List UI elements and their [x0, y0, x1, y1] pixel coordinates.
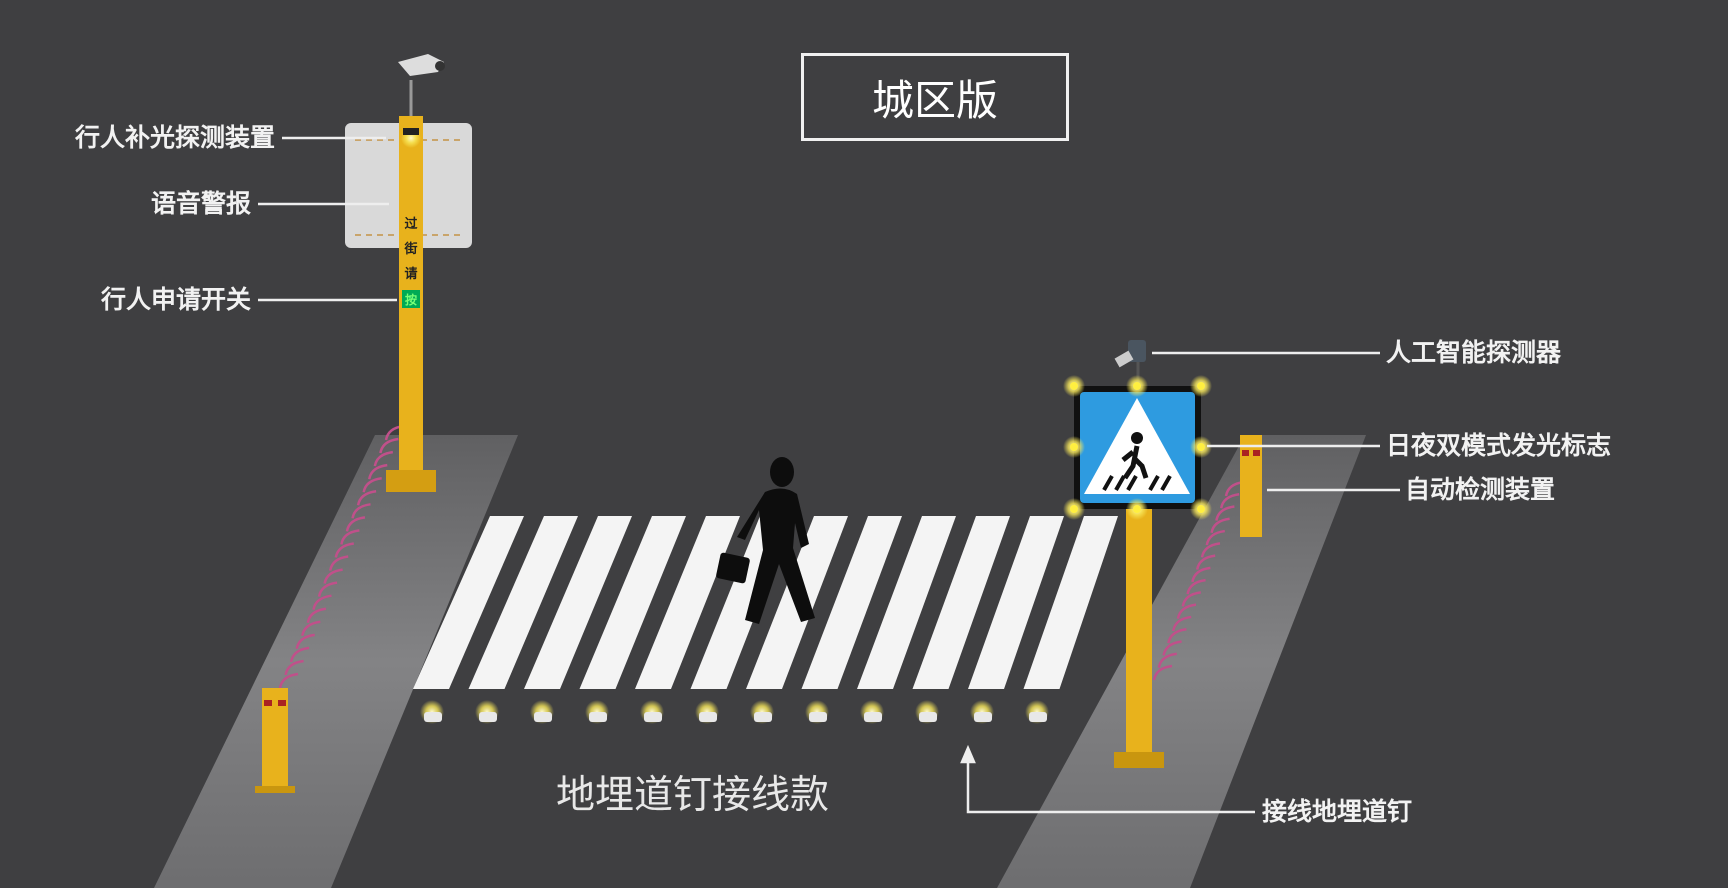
radar-arc	[373, 450, 394, 467]
radar-arcs	[278, 424, 1245, 689]
road-studs	[420, 700, 1049, 724]
right-bollard	[1240, 435, 1262, 537]
radar-arc	[1215, 505, 1235, 521]
label-road-studs: 接线地埋道钉	[1262, 797, 1413, 826]
pedestrian-silhouette	[716, 457, 815, 624]
pole-text: 街	[403, 241, 417, 257]
radar-arc	[312, 594, 332, 610]
left-sidewalk	[154, 435, 518, 888]
label-voice-alarm: 语音警报	[150, 189, 251, 218]
road-stud	[534, 712, 552, 722]
sign-light-core	[1133, 505, 1141, 513]
radar-arc	[1191, 566, 1211, 583]
radar-arc	[351, 503, 371, 519]
radar-arc	[1171, 615, 1192, 632]
zebra-stripe	[579, 516, 686, 689]
sign-light-core	[1197, 382, 1205, 390]
radar-arc	[284, 659, 304, 676]
sign-light-core	[1070, 382, 1078, 390]
zebra-stripe	[413, 516, 524, 689]
zebra-stripe	[801, 516, 902, 689]
road-stud	[589, 712, 607, 722]
pole-text: 过	[404, 216, 417, 232]
radar-arc	[1186, 578, 1206, 595]
radar-arc	[1167, 627, 1187, 644]
radar-arc	[317, 581, 338, 597]
radar-arc	[328, 555, 349, 571]
zebra-stripe	[1023, 516, 1118, 689]
radar-arc	[1210, 517, 1230, 534]
label-day-night-sign: 日夜双模式发光标志	[1386, 431, 1612, 460]
radar-arc	[1152, 664, 1173, 681]
button-text: 按	[405, 292, 417, 307]
subtitle: 地埋道钉接线款	[556, 773, 830, 818]
zebra-stripe	[635, 516, 740, 689]
road-stud	[644, 712, 662, 722]
radar-arc	[379, 437, 399, 454]
right-sign-pole	[1063, 340, 1212, 768]
right-sidewalk	[997, 435, 1366, 888]
pole-text: 请	[404, 266, 417, 282]
radar-arc	[289, 646, 310, 663]
radar-arc	[1195, 554, 1216, 570]
label-ped-light-detector: 行人补光探测装置	[74, 123, 275, 152]
label-auto-detect: 自动检测装置	[1405, 475, 1556, 504]
label-ai-detector: 人工智能探测器	[1386, 338, 1562, 367]
radar-arc	[362, 476, 382, 493]
radar-arc	[340, 529, 360, 545]
radar-arc	[1176, 603, 1197, 619]
leader-lines	[258, 136, 1400, 814]
sign-light-core	[1070, 505, 1078, 513]
road-stud	[864, 712, 882, 722]
road-stud	[754, 712, 772, 722]
radar-arc	[301, 620, 321, 637]
road-stud	[479, 712, 497, 722]
zebra-stripe	[857, 516, 956, 689]
radar-arc	[1200, 542, 1221, 558]
road-stud	[809, 712, 827, 722]
radar-arc	[1205, 529, 1225, 546]
radar-arc	[1157, 652, 1177, 669]
radar-arc	[356, 490, 377, 506]
road-stud	[424, 712, 442, 722]
ai-camera-icon	[1128, 340, 1146, 362]
radar-arc	[1162, 640, 1182, 656]
road-stud	[699, 712, 717, 722]
sign-light-core	[1197, 505, 1205, 513]
road-stud	[919, 712, 937, 722]
radar-arc	[1181, 591, 1201, 607]
radar-arc	[295, 633, 315, 650]
sign-light-core	[1197, 443, 1205, 451]
left-bollard	[255, 688, 295, 793]
zebra-stripe	[524, 516, 632, 689]
radar-arc	[323, 568, 343, 584]
label-ped-request-switch: 行人申请开关	[100, 285, 251, 314]
zebra-crossing	[413, 516, 1118, 689]
radar-arc	[306, 607, 327, 624]
zebra-stripe	[468, 516, 578, 689]
left-signal-pole	[345, 54, 472, 492]
radar-arc	[368, 463, 388, 480]
radar-arc	[345, 516, 366, 532]
pedestrian-icon	[1131, 432, 1143, 444]
radar-arc	[334, 542, 354, 558]
radar-arc	[278, 672, 299, 689]
road-stud	[1029, 712, 1047, 722]
request-button	[402, 290, 420, 308]
sign-light-core	[1070, 443, 1078, 451]
zebra-stripe	[968, 516, 1064, 689]
zebra-stripe	[912, 516, 1010, 689]
sign-light-core	[1133, 382, 1141, 390]
radar-arc	[1219, 493, 1240, 509]
edition-title: 城区版	[801, 53, 1069, 141]
camera-icon	[398, 54, 444, 76]
road-stud	[974, 712, 992, 722]
